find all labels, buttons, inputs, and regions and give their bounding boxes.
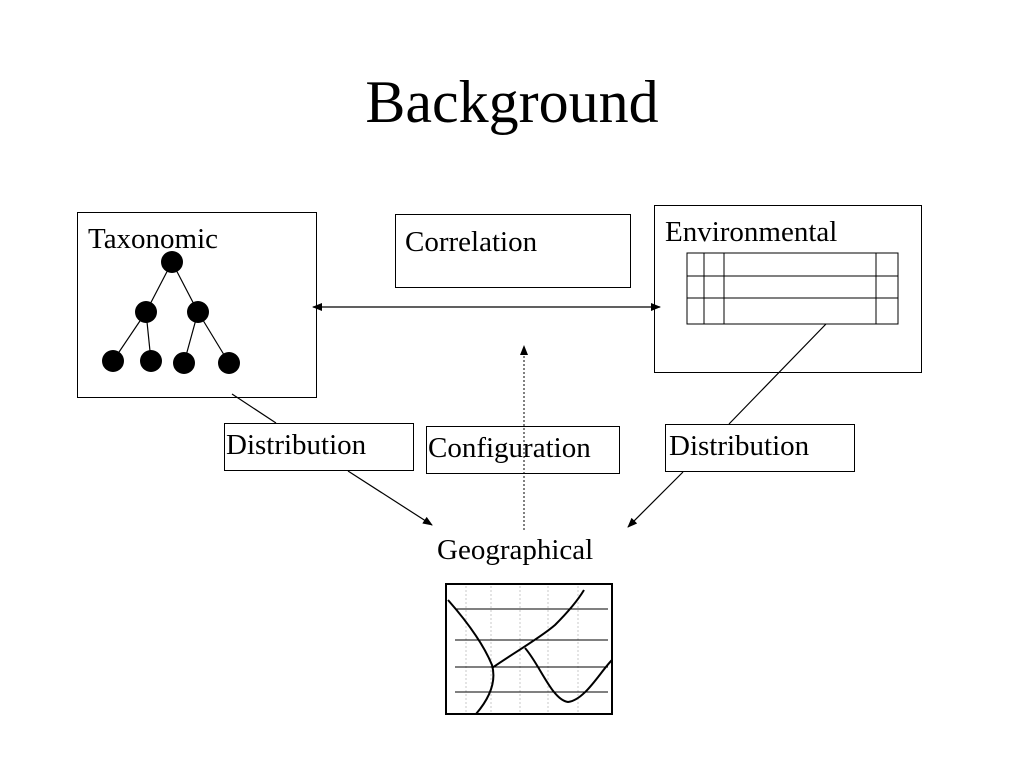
slide-title: Background [365,69,659,135]
correlation-label: Correlation [405,226,538,258]
tree-node [102,350,124,372]
table-icon [686,252,899,325]
configuration-label: Configuration [428,432,591,464]
environmental-label: Environmental [665,216,838,248]
distribution-right-label: Distribution [669,430,810,462]
taxonomic-connector [231,393,277,424]
tree-node [187,301,209,323]
tree-node [135,301,157,323]
distribution-left-label: Distribution [226,429,367,461]
geographical-plot [445,583,613,715]
tree-node [161,251,183,273]
correlation-box [395,214,631,288]
tree-icon [102,251,240,374]
distribution-left-box [224,423,414,471]
taxonomic-label: Taxonomic [88,223,219,255]
environmental-connector [728,323,827,425]
tree-node [173,352,195,374]
configuration-box [426,426,620,474]
tree-node [140,350,162,372]
environmental-box [654,205,922,373]
geographical-label: Geographical [437,534,594,566]
tree-node [218,352,240,374]
distribution-left-arrow [347,470,433,526]
distribution-right-arrow [627,471,684,528]
distribution-right-box [665,424,855,472]
